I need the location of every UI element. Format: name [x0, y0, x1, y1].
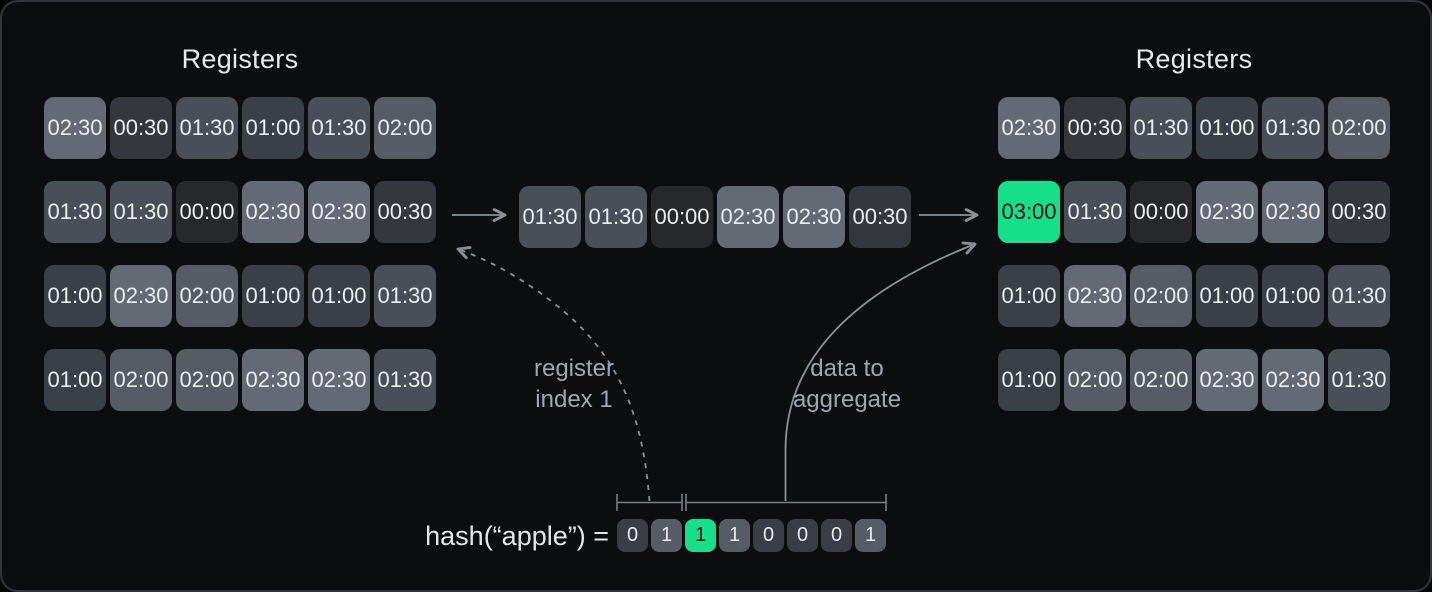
register-cell: 02:00 — [110, 349, 172, 411]
hash-bit: 0 — [753, 519, 784, 552]
register-cell: 02:30 — [308, 349, 370, 411]
register-cell: 01:30 — [519, 186, 581, 248]
register-index-label-line1: register — [533, 355, 615, 382]
data-to-aggregate-label-line1: data to — [810, 355, 884, 382]
register-cell: 02:30 — [717, 186, 779, 248]
register-cell: 02:30 — [308, 181, 370, 243]
hash-bit: 1 — [855, 519, 886, 552]
register-cell-highlighted: 03:00 — [998, 181, 1060, 243]
bracket-aggregate-bits — [685, 494, 887, 511]
register-cell: 02:00 — [176, 349, 238, 411]
register-cell: 01:30 — [1262, 97, 1324, 159]
register-cell: 02:30 — [1262, 181, 1324, 243]
register-cell: 01:30 — [1130, 97, 1192, 159]
register-index-label-line2: index 1 — [535, 386, 613, 413]
register-cell: 00:00 — [176, 181, 238, 243]
register-cell: 01:30 — [110, 181, 172, 243]
register-cell: 01:00 — [242, 265, 304, 327]
register-cell: 00:00 — [651, 186, 713, 248]
register-cell: 02:30 — [44, 97, 106, 159]
hash-bit: 0 — [617, 519, 648, 552]
register-cell: 00:30 — [1064, 97, 1126, 159]
register-cell: 02:00 — [1064, 349, 1126, 411]
hash-bit: 0 — [821, 519, 852, 552]
register-cell: 01:00 — [44, 265, 106, 327]
register-index-label: register index 1 — [494, 353, 654, 415]
register-cell: 02:30 — [783, 186, 845, 248]
register-cell: 01:00 — [242, 97, 304, 159]
bracket-register-index-bits — [616, 494, 683, 511]
register-cell: 01:00 — [1196, 265, 1258, 327]
register-cell: 01:30 — [1328, 349, 1390, 411]
register-cell: 01:00 — [998, 265, 1060, 327]
register-cell: 01:00 — [998, 349, 1060, 411]
right-registers-title: Registers — [1135, 44, 1253, 74]
register-cell: 01:30 — [44, 181, 106, 243]
register-cell: 01:00 — [308, 265, 370, 327]
register-cell: 01:00 — [1262, 265, 1324, 327]
register-cell: 01:30 — [374, 349, 436, 411]
register-cell: 02:30 — [1196, 349, 1258, 411]
hash-bit-highlighted: 1 — [685, 519, 716, 552]
register-cell: 02:30 — [1064, 265, 1126, 327]
register-cell: 02:00 — [1328, 97, 1390, 159]
register-cell: 01:30 — [585, 186, 647, 248]
register-cell: 01:00 — [1196, 97, 1258, 159]
register-cell: 02:00 — [176, 265, 238, 327]
register-cell: 02:30 — [1196, 181, 1258, 243]
register-cell: 02:30 — [242, 349, 304, 411]
register-cell: 00:30 — [1328, 181, 1390, 243]
register-cell: 02:00 — [374, 97, 436, 159]
register-cell: 02:00 — [1130, 349, 1192, 411]
register-cell: 00:00 — [1130, 181, 1192, 243]
register-cell: 00:30 — [110, 97, 172, 159]
register-cell: 02:00 — [1130, 265, 1192, 327]
register-cell: 02:30 — [242, 181, 304, 243]
register-cell: 02:30 — [110, 265, 172, 327]
hash-bit: 1 — [651, 519, 682, 552]
register-cell: 00:30 — [374, 181, 436, 243]
hash-bit: 1 — [719, 519, 750, 552]
data-to-aggregate-label: data to aggregate — [757, 353, 937, 415]
register-cell: 00:30 — [849, 186, 911, 248]
data-to-aggregate-label-line2: aggregate — [792, 386, 902, 413]
hash-bit: 0 — [787, 519, 818, 552]
register-cell: 01:00 — [44, 349, 106, 411]
register-cell: 01:30 — [1064, 181, 1126, 243]
register-cell: 01:30 — [1328, 265, 1390, 327]
left-registers-title: Registers — [181, 44, 299, 74]
register-cell: 01:30 — [374, 265, 436, 327]
register-cell: 01:30 — [308, 97, 370, 159]
register-cell: 01:30 — [176, 97, 238, 159]
register-cell: 02:30 — [1262, 349, 1324, 411]
hash-expression-label: hash(“apple”) = — [425, 521, 609, 551]
register-cell: 02:30 — [998, 97, 1060, 159]
